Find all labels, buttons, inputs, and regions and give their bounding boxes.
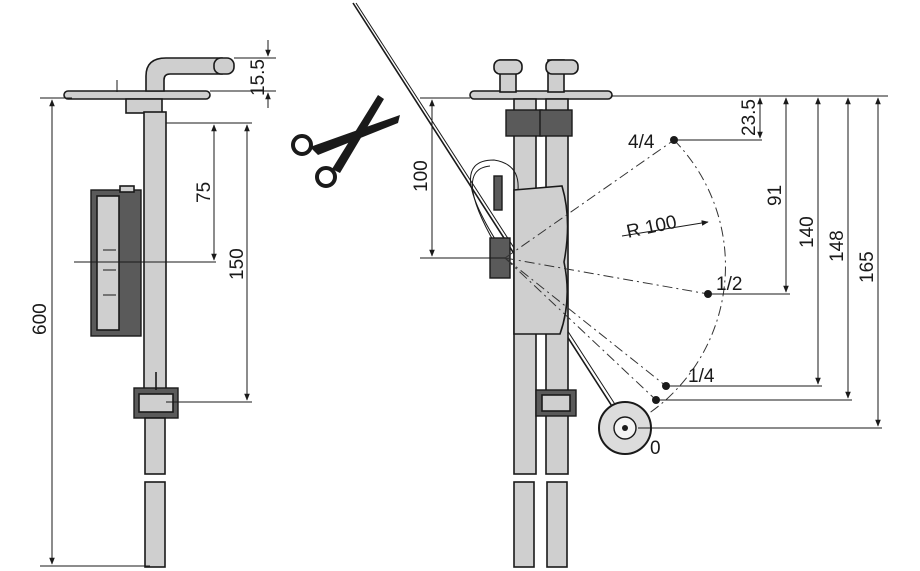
scissors-icon [291, 95, 400, 188]
sender-tube [143, 111, 167, 391]
outlet-elbow [145, 57, 223, 92]
label-full: 4/4 [628, 132, 655, 153]
radius-label: R 100 [625, 212, 679, 243]
point-quarter [662, 382, 670, 390]
right-front-view: 100 23.5 91 140 148 165 R 100 4/4 1/2 1/… [352, 2, 888, 568]
mounting-flange [63, 90, 211, 100]
dim-unit-span: 150 [227, 248, 248, 280]
label-quarter: 1/4 [688, 366, 715, 387]
radius-arrow [621, 220, 709, 237]
dim-full-depth: 23.5 [739, 99, 760, 136]
label-empty: 0 [650, 438, 661, 459]
wire-loop [470, 159, 519, 263]
point-half [704, 290, 712, 298]
point-low [652, 396, 660, 404]
left-side-view: 600 75 150 15.5 [30, 40, 276, 568]
float-arm-rod [352, 2, 627, 429]
dim-quarter-depth: 140 [797, 216, 818, 248]
sender-housing [513, 185, 569, 335]
label-half: 1/2 [716, 274, 742, 295]
dim-arm-offset: 100 [411, 160, 432, 192]
dim-unit-offset: 75 [194, 182, 215, 203]
swing-arc [623, 139, 726, 429]
dim-empty-depth: 165 [857, 251, 878, 283]
dim-half-depth: 91 [765, 185, 786, 206]
mounting-flange-front [469, 90, 613, 100]
dim-total-length: 600 [30, 303, 51, 335]
dim-low-depth: 148 [827, 230, 848, 262]
point-full [670, 136, 678, 144]
dim-flange-height: 15.5 [248, 59, 269, 96]
